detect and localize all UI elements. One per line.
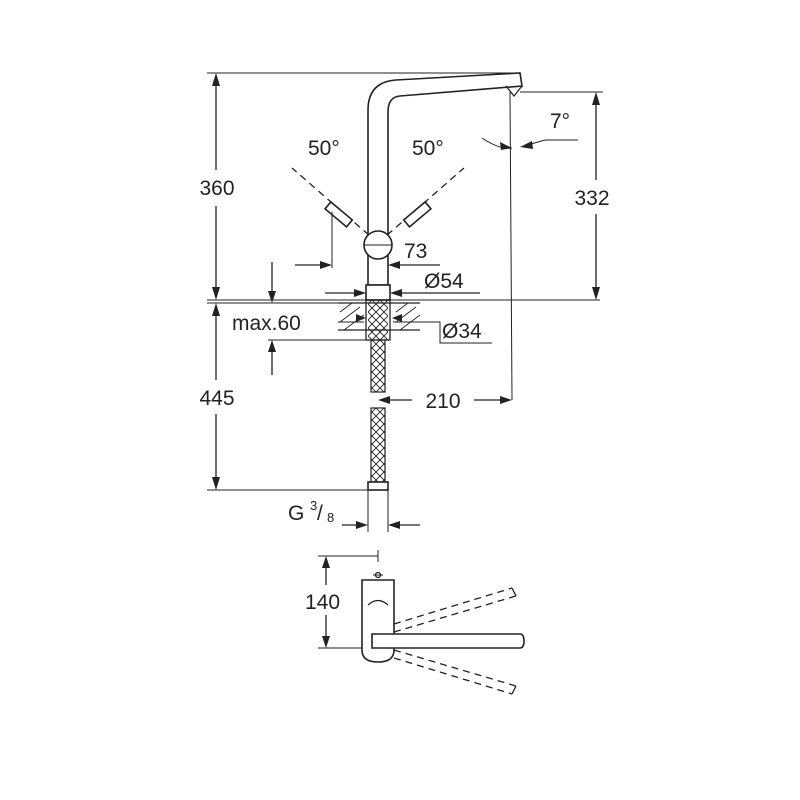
- connection-thread-label: G: [288, 502, 304, 525]
- side-view: 360 332 7°: [188, 72, 624, 532]
- angle-right-label: 50°: [412, 137, 444, 160]
- spout-reach-dimension: 210: [378, 390, 512, 413]
- supply-hose: [367, 339, 389, 532]
- spout-height-dimension: 332: [520, 91, 624, 300]
- hose-length-dimension: 445: [188, 303, 368, 491]
- top-view: 140: [305, 550, 525, 695]
- connection-thread-dimension: G 3 / 8: [288, 498, 420, 529]
- faucet-spout: [367, 72, 523, 401]
- base-diameter-label: Ø54: [424, 270, 464, 293]
- fraction-slash: /: [317, 502, 323, 525]
- hose-length-label: 445: [199, 387, 234, 410]
- countertop: Ø34: [338, 299, 492, 344]
- connection-thread-numerator: 3: [310, 498, 317, 513]
- body-offset-dimension: 73: [295, 212, 440, 269]
- spout-angle-dimension: 7°: [481, 110, 578, 150]
- max-thickness-label: max.60: [232, 312, 301, 335]
- spout-reach-label: 210: [425, 390, 460, 413]
- handle-straight: [371, 633, 525, 649]
- top-view-depth-label: 140: [305, 591, 340, 614]
- overall-height-label: 360: [199, 177, 234, 200]
- hole-diameter-label: Ø34: [442, 320, 482, 343]
- spout-angle-label: 7°: [550, 110, 570, 133]
- lever-swing: 50° 50°: [291, 137, 465, 244]
- angle-left-label: 50°: [308, 137, 340, 160]
- base-diameter-dimension: Ø54: [325, 270, 480, 301]
- connection-thread-denominator: 8: [327, 510, 334, 525]
- max-thickness-dimension: max.60: [207, 262, 366, 375]
- spout-height-label: 332: [574, 187, 609, 210]
- top-view-depth-dimension: 140: [305, 555, 378, 649]
- faucet-body-top: [361, 579, 395, 663]
- body-offset-label: 73: [404, 240, 427, 263]
